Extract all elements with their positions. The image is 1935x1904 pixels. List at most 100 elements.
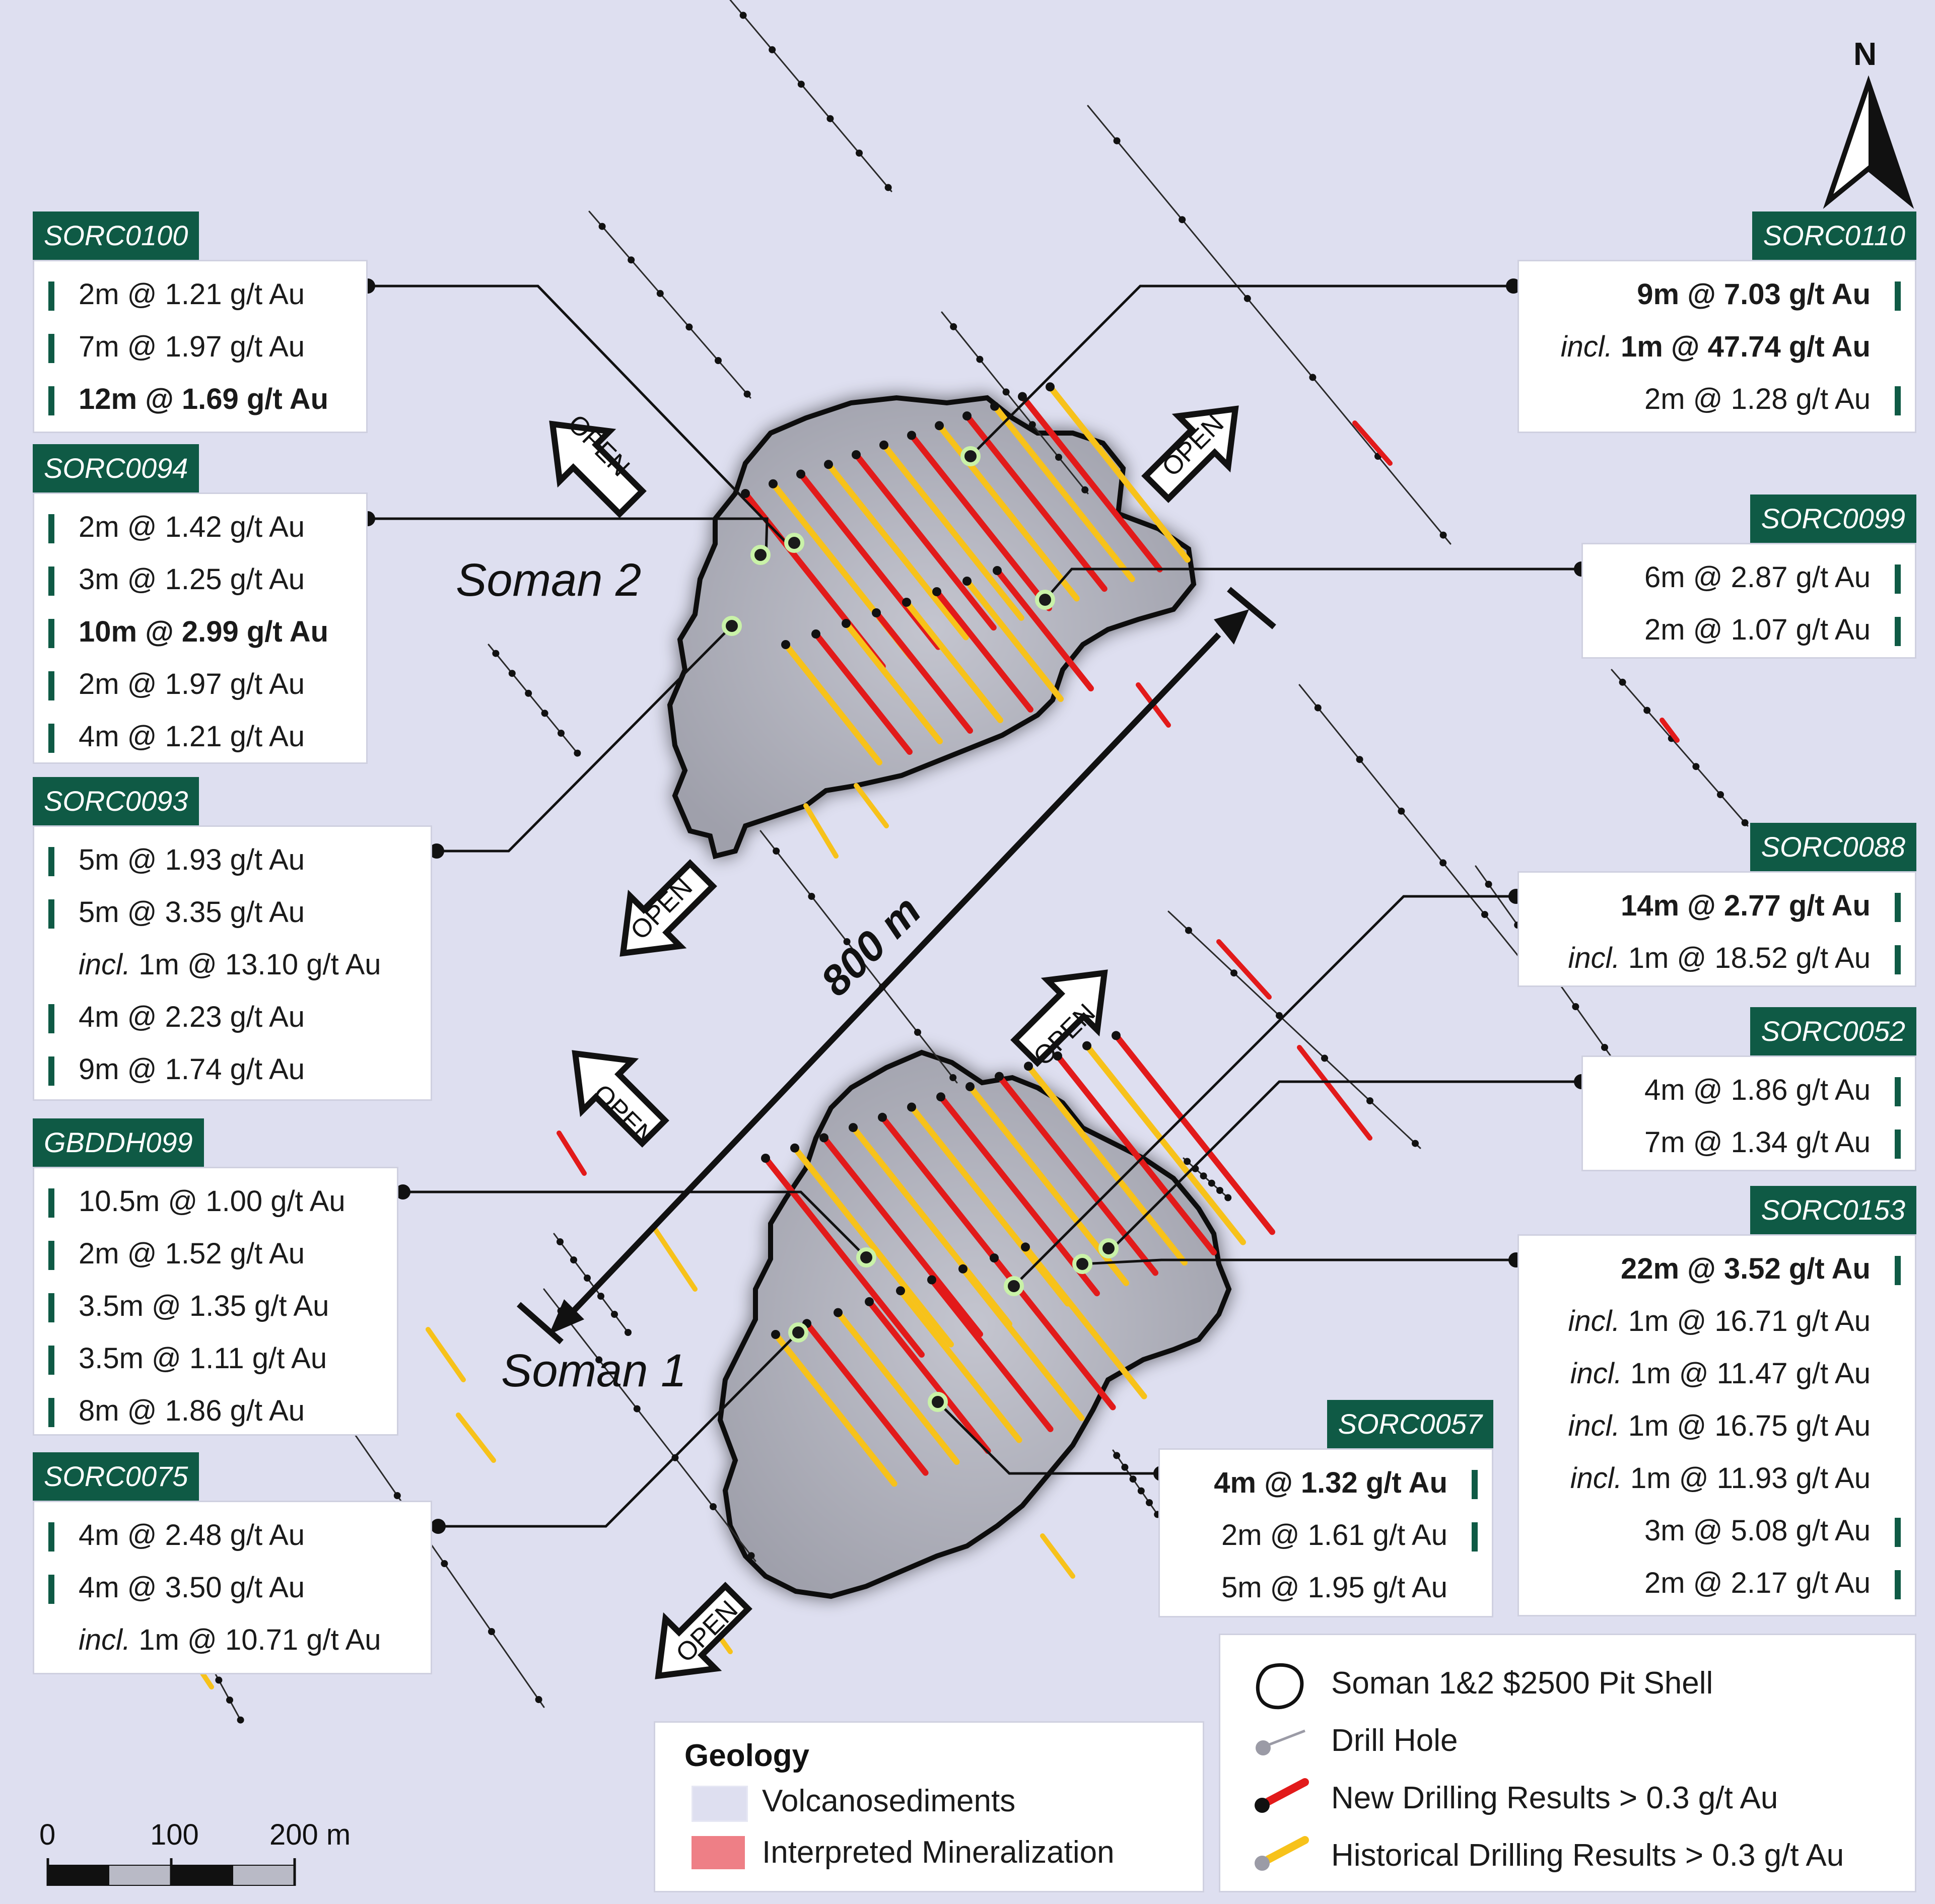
- drill-sample-dot: [595, 1356, 603, 1364]
- drill-sample-dot: [1129, 1475, 1137, 1483]
- drill-collar-dot: [965, 1082, 975, 1091]
- callout-tag-sorc0075: SORC0075: [33, 1452, 199, 1501]
- intercept-row: 2m @ 1.61 g/t Au: [1160, 1509, 1492, 1562]
- pit-drill-result: [821, 1135, 983, 1337]
- drill-sample-dot: [656, 290, 664, 297]
- drill-sample-dot: [1200, 1172, 1207, 1180]
- intercept-text: 14m @ 2.77 g/t Au: [1620, 889, 1871, 922]
- historical-drilling-icon: [1255, 1836, 1309, 1871]
- intercept-text: 10m @ 2.99 g/t Au: [79, 615, 329, 648]
- pit-drill-result: [897, 1288, 1022, 1443]
- drill-sample-dot: [570, 1256, 577, 1263]
- drill-collar-dot: [907, 431, 916, 440]
- drill-sample-dot: [1137, 1487, 1145, 1495]
- geology-legend: Geology Volcanosediments Interpreted Min…: [654, 1721, 1204, 1892]
- intercept-bar-icon: [1895, 1130, 1901, 1159]
- intercept-bar-icon: [48, 671, 54, 700]
- drill-collar-dot: [824, 460, 833, 469]
- incl-label: incl.: [1570, 1357, 1631, 1390]
- pit-drill-result: [813, 631, 913, 755]
- drill-hole-trace: [488, 644, 580, 756]
- pit-drill-result: [938, 1094, 1100, 1297]
- open-arrow-ne-soman1: [1010, 969, 1108, 1067]
- intercept-bar-icon: [48, 724, 54, 753]
- historical-result-segment: [1040, 1533, 1075, 1579]
- drill-collar-dot: [761, 1154, 770, 1163]
- drill-sample-dot: [1485, 881, 1492, 888]
- intercept-row: 2m @ 1.21 g/t Au: [34, 268, 366, 321]
- drill-collar-dot: [771, 1330, 780, 1339]
- drill-sample-dot: [628, 256, 635, 264]
- callout-tag-sorc0094: SORC0094: [33, 444, 199, 492]
- drill-collar-dot: [852, 450, 861, 459]
- drill-sample-dot: [541, 710, 548, 717]
- drill-collar-dot: [936, 1092, 945, 1102]
- callout-tag-sorc0099: SORC0099: [1750, 495, 1916, 543]
- historical-result-segment: [854, 783, 889, 828]
- drill-sample-dot: [1121, 1463, 1129, 1471]
- pit-drill-result: [929, 1277, 1054, 1432]
- callout-sorc0052[interactable]: SORC0052 4m @ 1.86 g/t Au 7m @ 1.34 g/t Au: [1581, 1007, 1916, 1171]
- intercept-row: 9m @ 7.03 g/t Au: [1519, 268, 1915, 321]
- drill-collar-dot: [896, 1286, 905, 1296]
- pit-drill-result: [835, 1309, 960, 1465]
- drill-collar-dot: [790, 1143, 799, 1153]
- drill-collar-dot: [902, 598, 911, 607]
- intercept-text: 7m @ 1.34 g/t Au: [1644, 1126, 1871, 1159]
- scale-bar: [46, 1858, 296, 1886]
- drill-hole-trace: [759, 830, 958, 1084]
- drill-sample-dot: [535, 1696, 542, 1703]
- intercept-row: 2m @ 1.97 g/t Au: [34, 658, 366, 711]
- swatch-interpreted-mineralization: [692, 1836, 745, 1869]
- pit-drill-result: [994, 568, 1094, 691]
- intercept-bar-icon: [48, 567, 54, 596]
- pit-drill-result: [960, 1265, 1085, 1422]
- drill-collar-dot: [1112, 1031, 1121, 1040]
- drill-collar-dot: [819, 1133, 828, 1143]
- drill-hole-trace: [1167, 910, 1421, 1149]
- intercept-text: 5m @ 1.95 g/t Au: [1221, 1571, 1447, 1604]
- intercept-row: 4m @ 1.32 g/t Au: [1160, 1457, 1492, 1509]
- intercept-bar-icon: [48, 514, 54, 543]
- drill-collar-dot: [741, 489, 750, 498]
- pit-drill-result: [992, 403, 1135, 582]
- historical-result-segment: [803, 803, 839, 859]
- intercept-text: 8m @ 1.86 g/t Au: [79, 1394, 305, 1427]
- intercept-bar-icon: [1895, 617, 1901, 646]
- drill-sample-dot: [1412, 1140, 1419, 1147]
- drill-sample-dot: [1643, 707, 1651, 714]
- drill-collar-dot: [1021, 1242, 1030, 1252]
- drill-sample-dot: [237, 1716, 244, 1724]
- drill-sample-dot: [488, 1628, 495, 1635]
- intercept-bar-icon: [48, 334, 54, 363]
- drill-sample-dot: [1224, 1194, 1232, 1202]
- pit-drill-result: [1113, 1032, 1275, 1235]
- callout-tag-sorc0052: SORC0052: [1750, 1007, 1916, 1055]
- drill-sample-dot: [393, 1492, 401, 1499]
- drill-collar-dot: [872, 608, 881, 617]
- drill-sample-dot: [611, 1311, 618, 1318]
- intercept-bar-icon: [48, 1293, 54, 1322]
- pit-drill-result: [996, 1073, 1158, 1276]
- drill-sample-dot: [743, 390, 751, 398]
- intercept-text: 3.5m @ 1.35 g/t Au: [79, 1290, 329, 1322]
- intercept-bar-icon: [1895, 565, 1901, 594]
- distance-arrowhead-sw: [549, 1299, 584, 1334]
- pit-drill-result: [934, 589, 1033, 713]
- drill-sample-dot: [633, 1405, 641, 1413]
- intercept-row: 4m @ 1.86 g/t Au: [1583, 1064, 1915, 1116]
- deposit-label-soman-1: Soman 1: [501, 1345, 687, 1396]
- drill-sample-dot: [715, 357, 722, 364]
